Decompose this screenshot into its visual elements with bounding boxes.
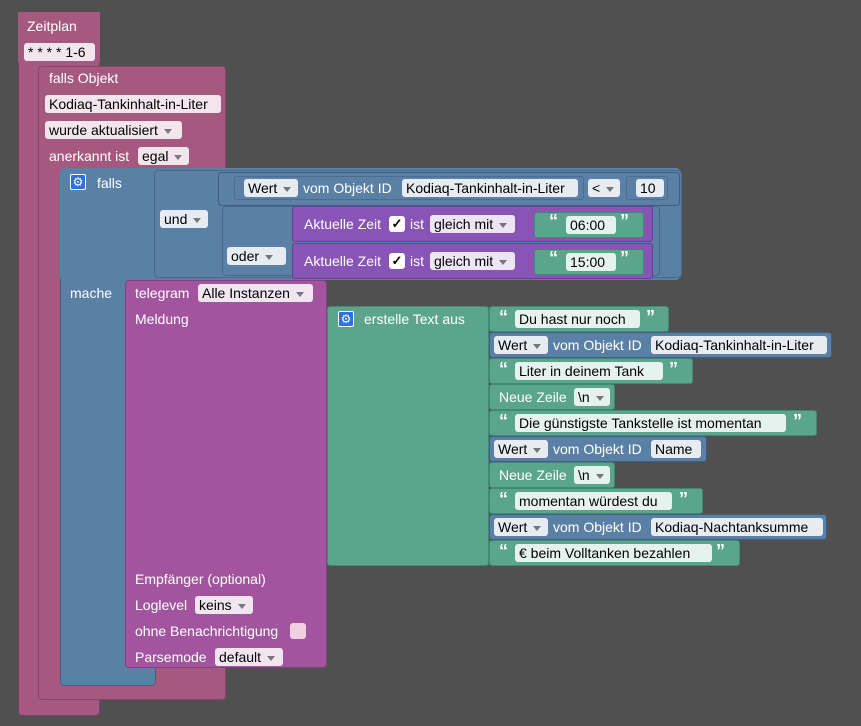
trigger-object-field[interactable]: Kodiaq-Tankinhalt-in-Liter: [45, 95, 221, 113]
schedule-cron-field[interactable]: * * * * 1-6: [24, 43, 95, 61]
operator-dropdown[interactable]: <: [588, 179, 620, 197]
schedule-title: Zeitplan: [27, 18, 77, 34]
value-label-2: vom Objekt ID: [553, 337, 642, 353]
ack-label: anerkannt ist: [49, 148, 130, 164]
quote-open-icon: “: [499, 307, 508, 327]
quote-close-icon: ”: [679, 489, 688, 509]
text-join-label: erstelle Text aus: [364, 311, 465, 327]
value-dropdown-9[interactable]: Wert: [494, 518, 548, 536]
value-label-9: vom Objekt ID: [553, 519, 642, 535]
time-checkbox-2[interactable]: ✓: [389, 253, 405, 269]
value-dropdown-6[interactable]: Wert: [494, 440, 548, 458]
value-dropdown-2[interactable]: Wert: [494, 336, 548, 354]
value-object-9[interactable]: Kodiaq-Nachtanksumme: [651, 518, 823, 536]
and-dropdown[interactable]: und: [160, 210, 208, 228]
quote-open-icon: “: [499, 359, 508, 379]
value-dropdown[interactable]: Wert: [244, 179, 298, 197]
number-field[interactable]: 10: [636, 179, 664, 197]
time-checkbox-1[interactable]: ✓: [389, 216, 405, 232]
newline-label-7: Neue Zeile: [499, 467, 567, 483]
value-label-6: vom Objekt ID: [553, 441, 642, 457]
or-dropdown[interactable]: oder: [227, 247, 286, 265]
text-field-3[interactable]: Liter in deinem Tank: [515, 362, 663, 380]
quote-open-icon: “: [499, 489, 508, 509]
value-object-6[interactable]: Name: [651, 440, 701, 458]
quote-open-icon: “: [549, 248, 558, 268]
if-label: falls: [97, 175, 122, 191]
quote-close-icon: ”: [620, 211, 629, 231]
silent-label: ohne Benachrichtigung: [135, 623, 279, 639]
text-field-10[interactable]: € beim Volltanken bezahlen: [515, 544, 712, 562]
telegram-label: telegram: [135, 285, 190, 301]
time-is-label-2: ist: [410, 253, 424, 269]
time-label-1: Aktuelle Zeit: [304, 216, 382, 232]
message-label: Meldung: [135, 311, 189, 327]
gear-icon[interactable]: ⚙: [70, 174, 86, 190]
parsemode-dropdown[interactable]: default: [215, 648, 283, 666]
gear-icon[interactable]: ⚙: [338, 311, 354, 327]
trigger-title: falls Objekt: [49, 70, 119, 86]
quote-open-icon: “: [499, 541, 508, 561]
time-is-label-1: ist: [410, 216, 424, 232]
quote-close-icon: ”: [669, 359, 678, 379]
recipient-label: Empfänger (optional): [135, 571, 266, 587]
quote-close-icon: ”: [620, 248, 629, 268]
do-label: mache: [70, 285, 113, 301]
newline-label-4: Neue Zeile: [499, 389, 567, 405]
quote-close-icon: ”: [646, 307, 655, 327]
time-value-field-2[interactable]: 15:00: [566, 253, 616, 271]
time-value-field-1[interactable]: 06:00: [566, 216, 616, 234]
quote-open-icon: “: [499, 411, 508, 431]
quote-close-icon: ”: [793, 411, 802, 431]
time-op-dropdown-2[interactable]: gleich mit: [430, 252, 515, 270]
newline-dropdown-7[interactable]: \n: [574, 466, 610, 484]
of-object-label: vom Objekt ID: [303, 180, 392, 196]
text-field-8[interactable]: momentan würdest du: [515, 492, 672, 510]
parsemode-label: Parsemode: [135, 649, 207, 665]
newline-dropdown-4[interactable]: \n: [574, 388, 610, 406]
time-op-dropdown-1[interactable]: gleich mit: [430, 215, 515, 233]
loglevel-label: Loglevel: [135, 597, 188, 613]
quote-open-icon: “: [549, 211, 558, 231]
ack-dropdown[interactable]: egal: [138, 147, 189, 165]
text-field-1[interactable]: Du hast nur noch: [515, 310, 640, 328]
quote-close-icon: ”: [716, 541, 725, 561]
silent-checkbox[interactable]: [290, 623, 306, 639]
compare-object-field[interactable]: Kodiaq-Tankinhalt-in-Liter: [402, 179, 578, 197]
trigger-event-dropdown[interactable]: wurde aktualisiert: [45, 121, 182, 139]
text-join-block[interactable]: [327, 306, 489, 566]
value-object-2[interactable]: Kodiaq-Tankinhalt-in-Liter: [651, 336, 827, 354]
instance-dropdown[interactable]: Alle Instanzen: [198, 284, 313, 302]
time-label-2: Aktuelle Zeit: [304, 253, 382, 269]
loglevel-dropdown[interactable]: keins: [195, 596, 253, 614]
text-field-5[interactable]: Die günstigste Tankstelle ist momentan: [515, 414, 786, 432]
